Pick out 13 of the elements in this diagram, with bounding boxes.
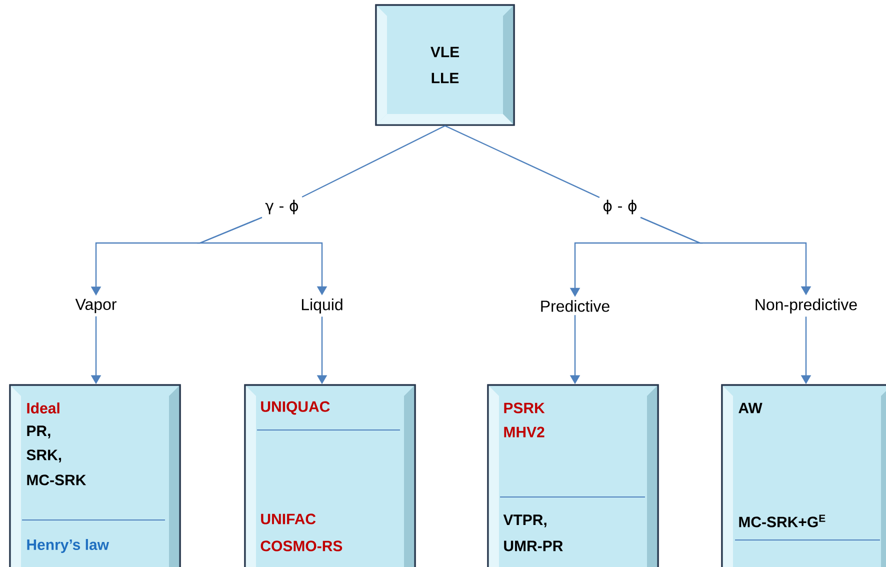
branch-label: Vapor <box>75 298 116 314</box>
model-box: PSRK MHV2 VTPR, UMR-PR <box>487 384 659 567</box>
connector <box>444 125 600 198</box>
model-box: UNIQUAC UNIFAC COSMO-RS <box>244 384 416 567</box>
model-box: VLE LLE <box>375 4 515 126</box>
branch-label: Non-predictive <box>756 298 857 314</box>
branch-label: Predictive <box>541 300 610 312</box>
connector <box>302 125 446 198</box>
branch-label: ϕ - ϕ <box>603 200 636 214</box>
branch-label: Liquid <box>302 298 342 314</box>
branch-label: γ - ϕ <box>265 200 298 214</box>
model-box: Ideal PR, SRK, MC-SRK Henry’s law <box>9 384 181 567</box>
model-box: AW MC-SRK+G$^{E}$ <box>721 384 886 567</box>
